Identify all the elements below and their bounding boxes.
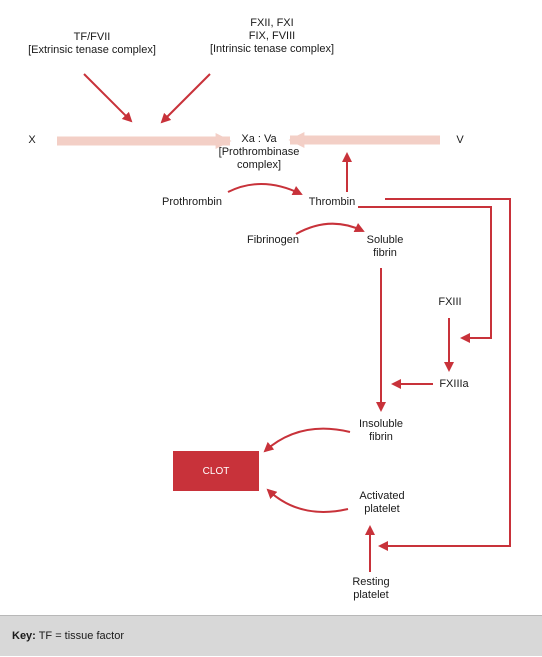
- prothrombin-label: Prothrombin: [162, 196, 222, 208]
- activated-platelet-to-clot-arrow: [266, 488, 349, 513]
- key-label: Key:: [12, 630, 36, 642]
- fibrinogen-to-soluble-fibrin-arrow: [295, 222, 365, 235]
- factor-x-label: X: [28, 134, 36, 146]
- fibrinogen-label: Fibrinogen: [247, 234, 299, 246]
- key-footer: Key: TF = tissue factor: [0, 615, 542, 656]
- fxiiia-label: FXIIIa: [439, 378, 469, 390]
- extrinsic-tenase-arrow: [83, 73, 133, 123]
- intrinsic-tenase-arrow: [160, 73, 211, 124]
- fxiii-label: FXIII: [438, 296, 462, 308]
- resting-platelet-label: Resting platelet: [352, 576, 390, 601]
- tf-fvii-label: TF/FVII [Extrinsic tenase complex]: [28, 31, 156, 56]
- thrombin-to-platelet-line: [378, 198, 511, 551]
- clot-label: CLOT: [202, 465, 230, 477]
- soluble-fibrin-label: Soluble fibrin: [366, 234, 404, 259]
- insoluble-fibrin-label: Insoluble fibrin: [358, 418, 404, 443]
- prothrombin-to-thrombin-arrow: [227, 183, 303, 195]
- intrinsic-tenase-label: FXII, FXI FIX, FVIII [Intrinsic tenase c…: [209, 17, 335, 55]
- prothrombinase-complex-label: Xa : Va [Prothrombinase complex]: [218, 133, 300, 171]
- clot-box: CLOT: [173, 451, 259, 491]
- activated-platelet-label: Activated platelet: [359, 490, 405, 515]
- thrombin-label: Thrombin: [308, 196, 356, 208]
- key-text: TF = tissue factor: [38, 630, 124, 642]
- factor-v-label: V: [456, 134, 464, 146]
- thrombin-to-fxiii-line: [358, 206, 492, 343]
- insoluble-fibrin-to-clot-arrow: [263, 427, 351, 453]
